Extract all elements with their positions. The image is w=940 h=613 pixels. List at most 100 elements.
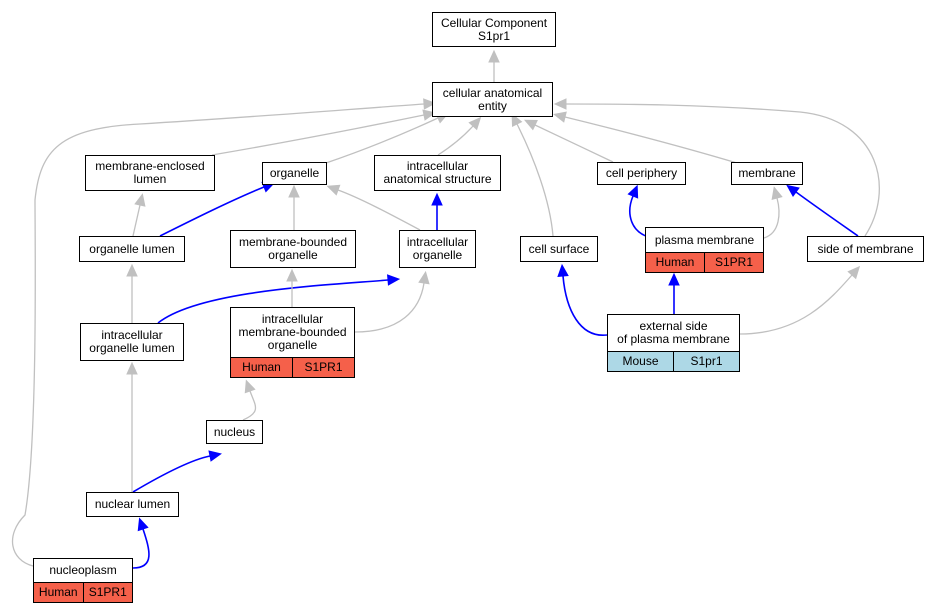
node-label-line: cellular anatomical: [442, 85, 543, 100]
edge-arrowhead: [418, 270, 430, 285]
edge-is-a: [286, 268, 298, 307]
gene-tag: S1pr1: [673, 352, 739, 371]
edge-is-a: [763, 186, 783, 239]
edge-is-a: [511, 113, 554, 237]
node-cellular-anatomical-entity[interactable]: cellular anatomical entity: [432, 82, 553, 117]
edge-arrowhead: [126, 263, 138, 277]
edge-arrowhead: [423, 98, 437, 110]
edge-is-a: [354, 270, 430, 333]
edge-arrowhead: [557, 263, 569, 278]
node-label-line: Cellular Component: [440, 15, 548, 30]
node-label-line: nucleoplasm: [49, 563, 117, 577]
node-label-line: entity: [478, 98, 507, 113]
node-label-line: plasma membrane: [654, 232, 755, 247]
edge-arrowhead: [431, 192, 443, 206]
edge-is-a: [288, 184, 300, 230]
edge-is-a: [242, 379, 257, 421]
edge-is-a: [523, 119, 614, 163]
node-organelle[interactable]: organelle: [262, 162, 327, 185]
node-organelle-lumen[interactable]: organelle lumen: [79, 236, 185, 262]
gene-tag: S1PR1: [292, 358, 354, 377]
node-membrane[interactable]: membrane: [731, 162, 803, 185]
edge-part-of: [668, 272, 680, 314]
edge-is-a: [126, 263, 138, 323]
node-intracellular-anatomical-structure[interactable]: intracellular anatomical structure: [374, 155, 501, 191]
node-label-line: lumen: [133, 172, 167, 186]
node-label-line: anatomical structure: [383, 172, 492, 186]
edge-is-a: [211, 109, 436, 156]
edge-arrowhead: [326, 184, 341, 196]
node-side-of-membrane[interactable]: side of membrane: [807, 236, 924, 262]
edge-is-a: [739, 265, 861, 335]
node-cell-periphery[interactable]: cell periphery: [597, 162, 686, 185]
edge-is-a: [132, 193, 146, 237]
node-external-side-of-plasma-membrane[interactable]: external side of plasma membrane Mouse S…: [607, 314, 740, 372]
node-label-line: intracellular: [101, 328, 163, 342]
edge-part-of: [157, 274, 401, 324]
gene-tag: S1PR1: [82, 583, 132, 602]
edge-part-of: [786, 184, 859, 237]
edge-arrowhead: [523, 119, 538, 131]
edge-arrowhead: [387, 274, 401, 286]
node-label-line: membrane-enclosed: [95, 159, 205, 173]
edge-arrowhead: [468, 116, 482, 131]
node-cell-surface[interactable]: cell surface: [520, 236, 598, 262]
node-label-line: cell surface: [528, 241, 590, 256]
edge-arrowhead: [244, 379, 256, 394]
edge-is-a: [553, 111, 738, 164]
edge-is-a: [326, 184, 421, 231]
edge-arrowhead: [288, 184, 300, 198]
node-label-line: nucleus: [213, 424, 256, 439]
edge-is-a: [553, 98, 880, 237]
node-label-line: nuclear lumen: [94, 497, 171, 511]
edge-arrowhead: [553, 98, 567, 110]
node-label-line: membrane-bounded: [238, 325, 347, 339]
edge-arrowhead: [511, 113, 523, 128]
node-label-line: organelle: [412, 248, 463, 262]
edge-part-of: [557, 263, 608, 336]
node-intracellular-organelle-lumen[interactable]: intracellular organelle lumen: [80, 323, 184, 361]
node-label-line: intracellular: [261, 312, 324, 326]
node-label-line: cell periphery: [605, 166, 678, 180]
node-intracellular-organelle[interactable]: intracellular organelle: [399, 230, 476, 268]
edge-is-a: [437, 116, 482, 156]
node-label-line: organelle: [267, 338, 318, 352]
node-label-line: organelle: [269, 166, 320, 180]
node-label-line: organelle lumen: [89, 241, 175, 256]
edge-part-of: [132, 517, 150, 569]
edge-arrowhead: [553, 111, 567, 123]
node-label-line: membrane-bounded: [238, 235, 348, 249]
gene-tag: S1PR1: [704, 253, 763, 272]
node-nucleoplasm[interactable]: nucleoplasm Human S1PR1: [33, 558, 133, 603]
edge-arrowhead: [786, 184, 800, 197]
edge-arrowhead: [488, 49, 500, 63]
species-tag: Human: [646, 253, 704, 272]
edge-is-a: [126, 361, 138, 492]
edge-arrowhead: [668, 272, 680, 286]
node-nuclear-lumen[interactable]: nuclear lumen: [86, 492, 179, 517]
species-tag: Human: [231, 358, 292, 377]
node-membrane-bounded-organelle[interactable]: membrane-bounded organelle: [230, 230, 356, 268]
species-tag: Human: [34, 583, 83, 602]
edge-is-a: [11, 98, 437, 567]
node-label-line: side of membrane: [817, 241, 914, 256]
node-label-line: intracellular: [406, 159, 469, 173]
node-plasma-membrane[interactable]: plasma membrane Human S1PR1: [645, 227, 764, 273]
edge-arrowhead: [208, 450, 222, 462]
edge-part-of: [132, 450, 222, 493]
node-nucleus[interactable]: nucleus: [206, 420, 263, 444]
node-label-line: intracellular: [406, 235, 469, 249]
edge-arrowhead: [134, 193, 146, 207]
node-label-line: membrane: [738, 166, 796, 180]
node-intracellular-membrane-bounded-organelle[interactable]: intracellular membrane-bounded organelle…: [230, 307, 355, 378]
edge-part-of: [431, 192, 443, 230]
edge-arrowhead: [137, 517, 149, 532]
node-cellular-component[interactable]: Cellular Component S1pr1: [432, 12, 556, 47]
edge-is-a: [488, 49, 500, 82]
edge-arrowhead: [286, 268, 298, 282]
edge-arrowhead: [627, 184, 639, 199]
edge-arrowhead: [126, 361, 138, 375]
node-membrane-enclosed-lumen[interactable]: membrane-enclosed lumen: [85, 155, 215, 191]
species-tag: Mouse: [608, 352, 673, 371]
